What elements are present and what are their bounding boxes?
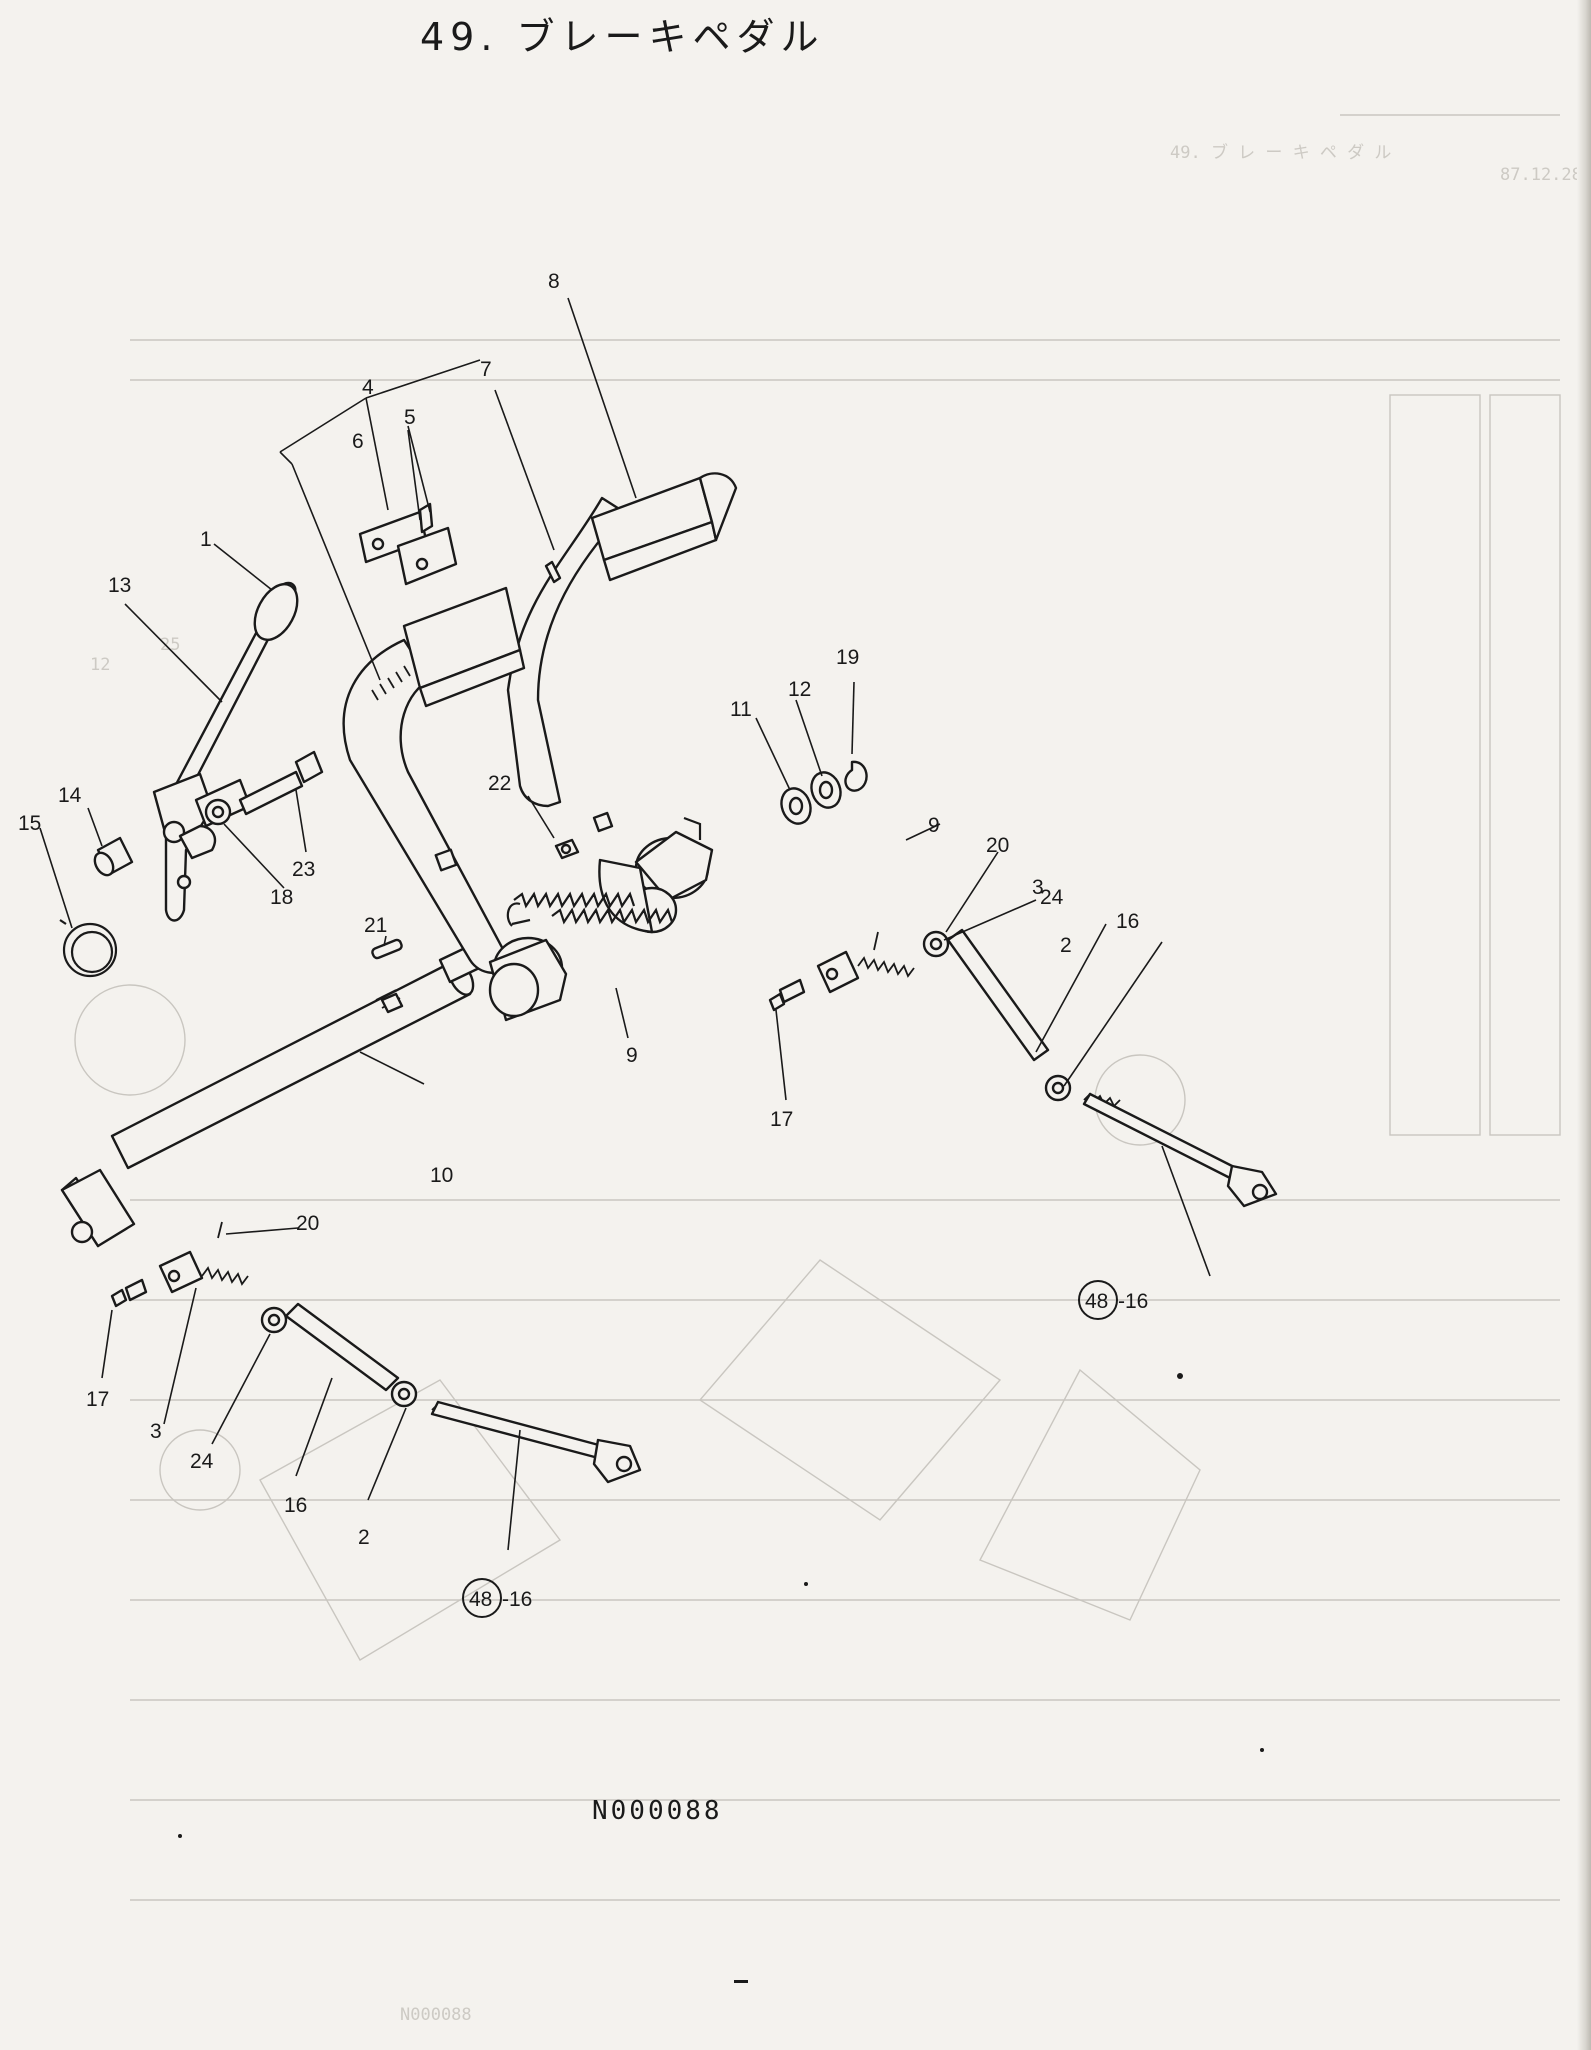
callout-11: 11	[730, 698, 752, 721]
callout-19: 19	[836, 646, 859, 669]
callout-17b: 17	[86, 1388, 109, 1411]
part-grease-fitting-22	[554, 838, 580, 860]
callout-9a: 9	[928, 814, 940, 837]
callout-3b: 3	[150, 1420, 162, 1443]
svg-text:12: 12	[90, 655, 110, 675]
svg-text:87.12.28: 87.12.28	[1500, 165, 1582, 185]
callout-16a: 16	[1116, 910, 1139, 933]
callout-2b: 2	[358, 1526, 370, 1549]
part-return-springs	[506, 816, 702, 927]
callout-4: 4	[362, 376, 374, 399]
callout-2: 2	[1060, 934, 1072, 957]
cross-ref-circled-left: 48	[469, 1588, 492, 1611]
cross-reference-left: 48 -16	[462, 1578, 532, 1618]
part-parking-lever	[152, 581, 299, 922]
callout-7: 7	[480, 358, 492, 381]
callout-1: 1	[200, 528, 212, 551]
callout-18: 18	[270, 886, 293, 909]
callout-21: 21	[364, 914, 387, 937]
callout-8: 8	[548, 270, 560, 293]
callout-16b: 16	[284, 1494, 307, 1517]
svg-text:N000088: N000088	[400, 2005, 472, 2025]
part-pedal-pads	[358, 502, 562, 586]
leader-lines	[39, 297, 1211, 1551]
scan-specks	[178, 1373, 1264, 1983]
cross-ref-circled-right: 48	[1085, 1290, 1108, 1313]
callout-5: 5	[404, 406, 416, 429]
svg-text:25: 25	[160, 635, 180, 655]
callout-13: 13	[108, 574, 131, 597]
part-pedal-arm-serrated	[342, 586, 568, 1022]
part-washers-right	[780, 760, 868, 825]
cross-reference-right: 48 -16	[1078, 1280, 1148, 1320]
callout-20b: 20	[296, 1212, 319, 1235]
callout-labels: 1 2 3 4 5 6 7 8 9 9 10 11 12 13 14 15 16…	[18, 270, 1139, 1549]
part-bolt-23	[204, 750, 324, 826]
callout-12: 12	[788, 678, 811, 701]
callout-20a: 20	[986, 834, 1009, 857]
callout-24b: 24	[190, 1450, 214, 1473]
callout-9b: 9	[626, 1044, 638, 1067]
part-cross-shaft	[60, 936, 498, 1248]
svg-text:49. ブ レ ー キ ペ ダ ル: 49. ブ レ ー キ ペ ダ ル	[1170, 142, 1391, 163]
part-rod-assembly-left	[110, 1221, 642, 1484]
callout-10: 10	[430, 1164, 453, 1187]
callout-15: 15	[18, 812, 41, 835]
part-pin-14	[93, 836, 134, 877]
part-coil-spring-15	[59, 919, 118, 978]
callout-24a: 24	[1040, 886, 1064, 909]
callout-17a: 17	[770, 1108, 793, 1131]
callout-22: 22	[488, 772, 511, 795]
callout-14: 14	[58, 784, 82, 807]
callout-3: 3	[1032, 876, 1044, 899]
page-edge-shadow	[1577, 0, 1591, 2050]
part-rod-assembly-right	[768, 928, 1278, 1208]
bleed-through-background: 87.12.28 49. ブ レ ー キ ペ ダ ル N000088 25 12	[74, 114, 1582, 2025]
page-title: 49. ブレーキペダル	[420, 15, 825, 59]
cross-ref-suffix-right: -16	[1118, 1290, 1148, 1313]
part-brake-pedal-arm	[506, 472, 738, 934]
callout-6: 6	[352, 430, 364, 453]
cross-ref-suffix-left: -16	[502, 1588, 532, 1611]
callout-23: 23	[292, 858, 315, 881]
drawing-code: N000088	[592, 1796, 723, 1826]
